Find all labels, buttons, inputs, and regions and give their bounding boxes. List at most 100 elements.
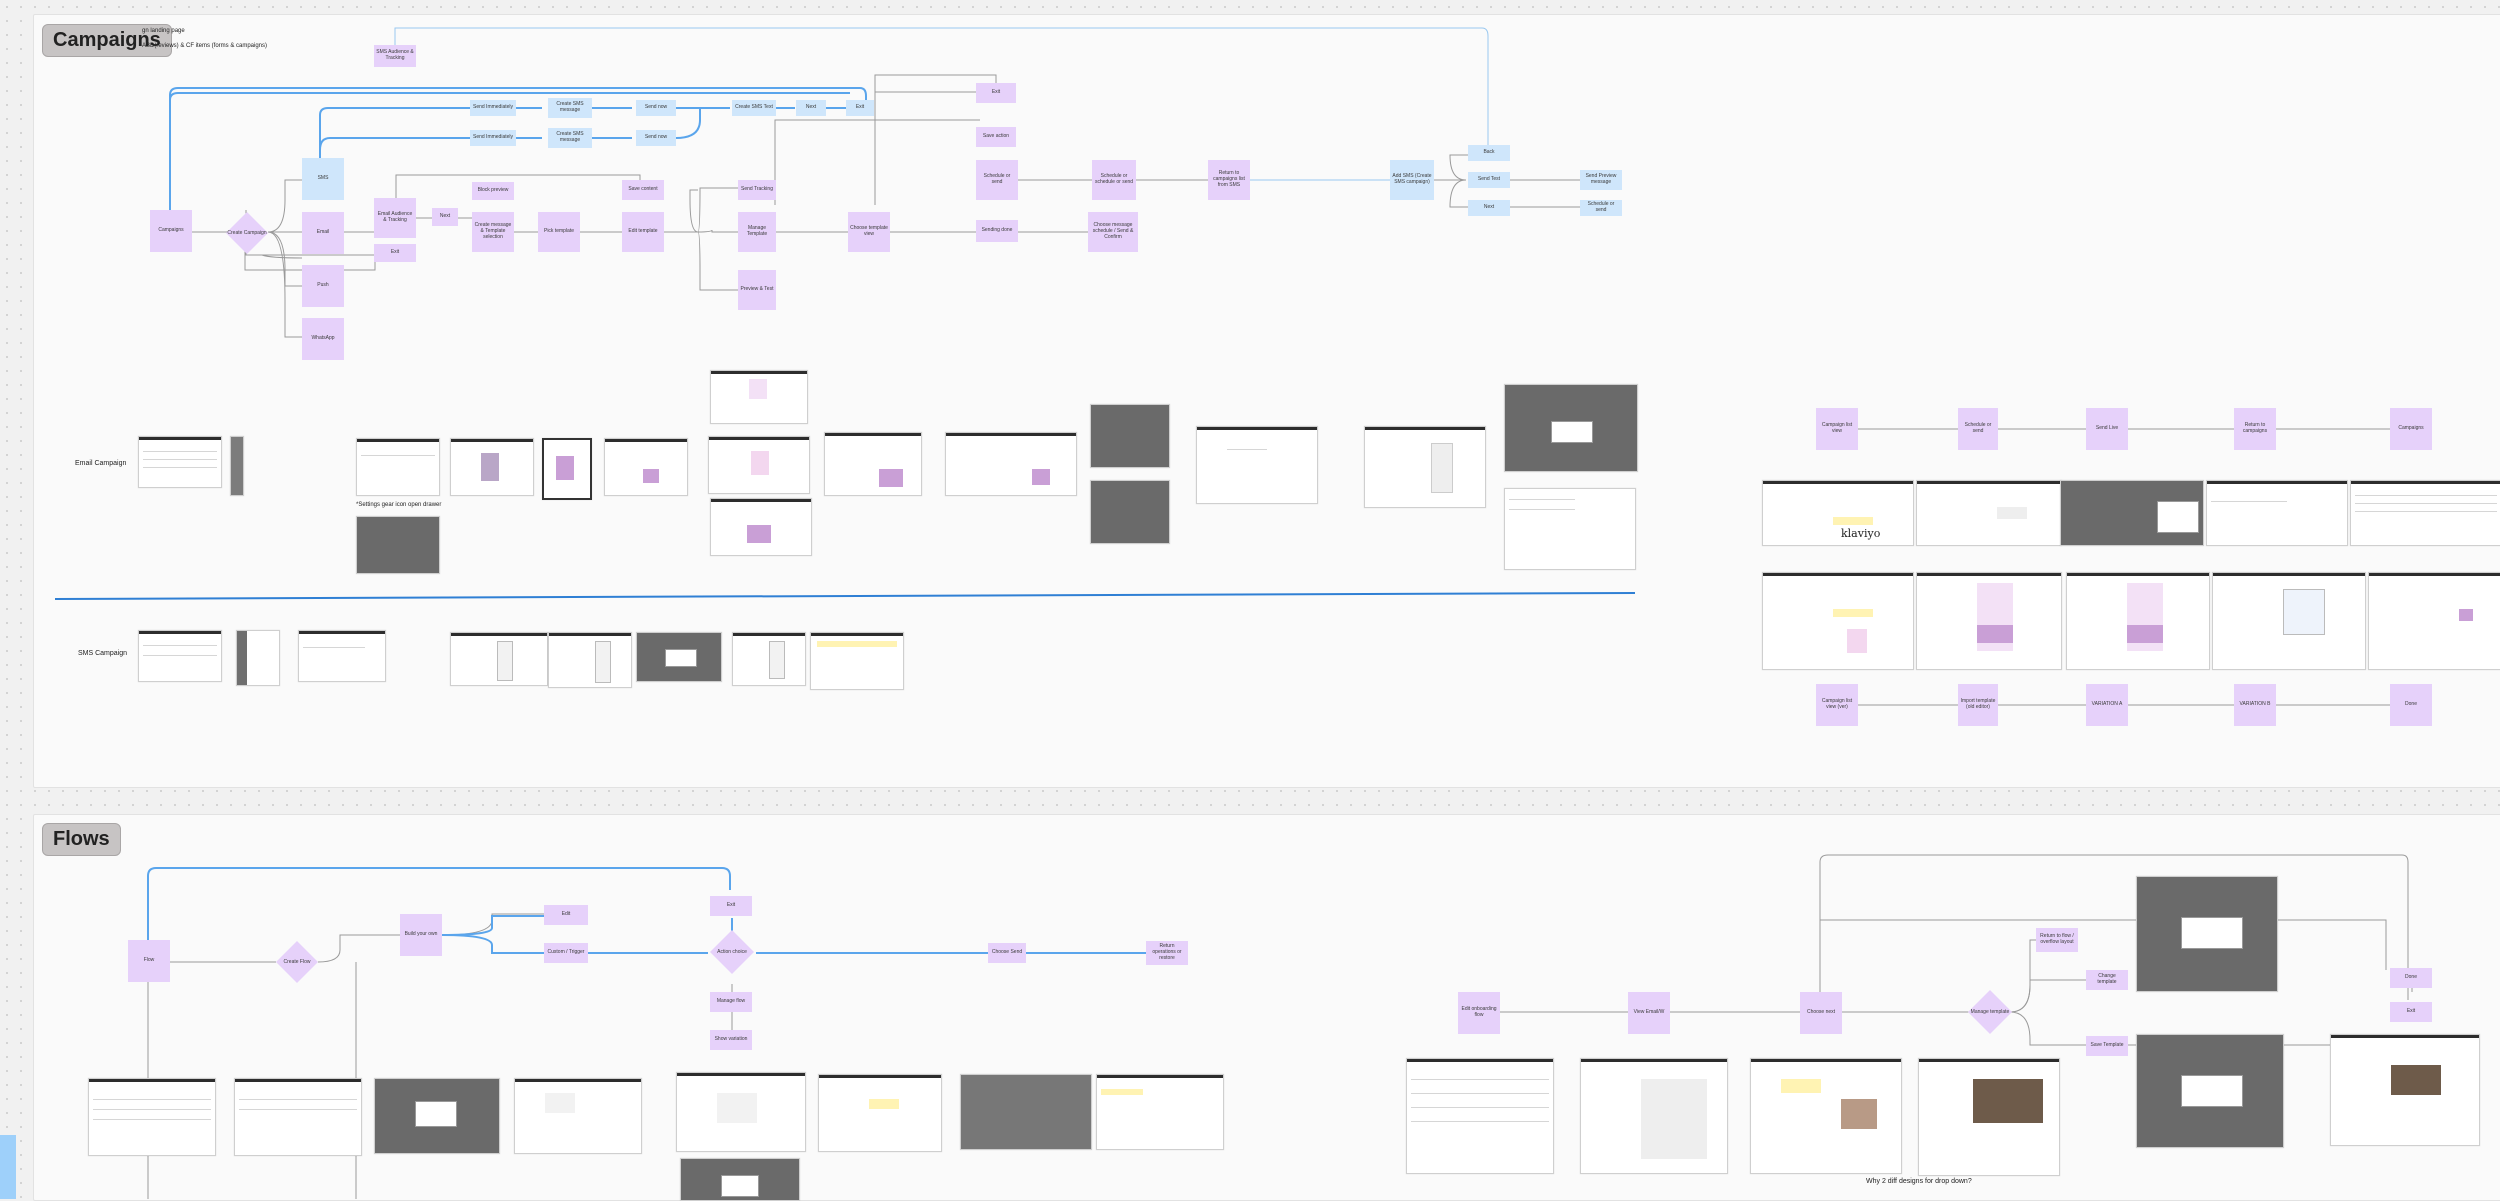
flow-screenshot-7: [960, 1074, 1092, 1150]
node-back: Back: [1468, 145, 1510, 161]
flow-node-choose-send: Choose Send: [988, 943, 1026, 963]
screenshot-email-8: [708, 436, 810, 494]
flows-bottom-note: Why 2 diff designs for drop down?: [1866, 1178, 1972, 1185]
flow-screenshot-13: [1918, 1058, 2060, 1176]
node-preview-test: Preview & Test: [738, 270, 776, 310]
flows-section-title: Flows: [42, 823, 121, 856]
screenshot-right-1: klaviyo: [1762, 480, 1914, 546]
flow-screenshot-15: [2136, 1034, 2284, 1148]
screenshot-right-6: [1762, 572, 1914, 670]
screenshot-email-3: [356, 438, 440, 496]
screenshot-email-14: [1196, 426, 1318, 504]
screenshot-email-11: [945, 432, 1077, 496]
screenshot-sms-6: [636, 632, 722, 682]
screenshot-email-1: [138, 436, 222, 488]
flow-node-view-email: View Email/W: [1628, 992, 1670, 1034]
node-exit-right: Exit: [976, 83, 1016, 103]
screenshot-right-3: [2060, 480, 2204, 546]
node-next-small: Next: [796, 100, 826, 116]
node-return-campaigns: Return to campaigns list from SMS: [1208, 160, 1250, 200]
screenshot-email-17: [1504, 488, 1636, 570]
node-r1-return: Return to campaigns: [2234, 408, 2276, 450]
campaigns-note-2: ABD(reviews) & CF items (forms & campaig…: [142, 43, 268, 49]
node-sending-done: Sending done: [976, 220, 1018, 242]
flow-screenshot-14: [2136, 876, 2278, 992]
node-next: Next: [432, 208, 458, 226]
flow-screenshot-1: [88, 1078, 216, 1156]
screenshot-email-4: [450, 438, 534, 496]
flow-node-show-variation: Show variation: [710, 1030, 752, 1050]
flow-node-edit: Edit: [544, 905, 588, 925]
screenshot-email-15: [1364, 426, 1486, 508]
screenshot-email-10: [824, 432, 922, 496]
flow-screenshot-10: [1406, 1058, 1554, 1174]
node-choose-template-view: Choose template view: [848, 212, 890, 252]
flow-node-change-template: Change template: [2086, 970, 2128, 990]
screenshot-email-5: [542, 438, 592, 500]
screenshot-email-16: [1504, 384, 1638, 472]
node-r1-send-live: Send Live: [2086, 408, 2128, 450]
node-email-audience: Email Audience & Tracking: [374, 198, 416, 238]
flow-screenshot-6: [818, 1074, 942, 1152]
screenshot-right-8: [2066, 572, 2210, 670]
flow-node-create-flow: Create Flow: [276, 941, 318, 983]
flow-screenshot-5: [676, 1072, 806, 1152]
node-send-tracking: Send Tracking: [738, 180, 776, 200]
flow-screenshot-9: [680, 1158, 800, 1201]
node-email: Email: [302, 212, 344, 254]
node-create-sms-message-1: Create SMS message: [548, 98, 592, 118]
node-r2-list-view: Campaign list view (ver): [1816, 684, 1858, 726]
node-r1-campaign-list: Campaign list view: [1816, 408, 1858, 450]
node-create-sms-text: Create SMS Text: [732, 100, 776, 116]
flow-screenshot-11: [1580, 1058, 1728, 1174]
node-manage-template: Manage Template: [738, 212, 776, 252]
node-r2-done: Done: [2390, 684, 2432, 726]
screenshot-email-7: [710, 370, 808, 424]
screenshot-right-5: [2350, 480, 2500, 546]
node-create-sms-message-2: Create SMS message: [548, 128, 592, 148]
flow-node-exit-right: Exit: [2390, 1002, 2432, 1022]
flow-screenshot-4: [514, 1078, 642, 1154]
node-edit-template: Edit template: [622, 212, 664, 252]
flow-node-choose-next: Choose next: [1800, 992, 1842, 1034]
node-create-campaign: Create Campaign: [226, 212, 268, 254]
node-send-test: Send Test: [1468, 172, 1510, 188]
node-pick-template: Pick template: [538, 212, 580, 252]
flow-node-done: Done: [2390, 968, 2432, 988]
node-send-scheduled: Send Immediately: [470, 130, 516, 146]
node-r1-schedule: Schedule or send: [1958, 408, 1998, 450]
screenshot-sms-8: [810, 632, 904, 690]
flow-screenshot-12: [1750, 1058, 1902, 1174]
node-choose-message: Choose message schedule / Send & Confirm: [1088, 212, 1138, 252]
flow-screenshot-2: [234, 1078, 362, 1156]
screenshot-right-9: [2212, 572, 2366, 670]
flow-node-save-template: Save Template: [2086, 1036, 2128, 1056]
flow-node-flow: Flow: [128, 940, 170, 982]
flow-node-return-operations: Return operations or restore: [1146, 941, 1188, 965]
flow-node-manage-flow: Manage flow: [710, 992, 752, 1012]
campaigns-section-title: Campaigns: [42, 24, 172, 57]
screenshot-email-12: [1090, 404, 1170, 468]
node-send-preview: Send Preview message: [1580, 170, 1622, 190]
left-edge-marker: [0, 1135, 16, 1199]
flow-screenshot-16: [2330, 1034, 2480, 1146]
flow-node-exit: Exit: [710, 896, 752, 916]
flow-node-manage-template: Manage template: [1968, 990, 2012, 1034]
node-add-sms: Add SMS (Create SMS campaign): [1390, 160, 1434, 200]
node-push: Push: [302, 265, 344, 307]
screenshot-sms-7: [732, 632, 806, 686]
screenshot-sms-4: [450, 632, 548, 686]
node-send-ready-2: Send now: [636, 130, 676, 146]
node-r2-import: Import template (old editor): [1958, 684, 1998, 726]
node-sms-audience: SMS Audience & Tracking: [374, 45, 416, 67]
screenshot-right-2: [1916, 480, 2062, 546]
flow-screenshot-3: [374, 1078, 500, 1154]
screenshot-sms-5: [548, 632, 632, 688]
node-save-content: Save content: [622, 180, 664, 200]
flow-node-return-to-flow: Return to flow / overflow layout: [2036, 928, 2078, 952]
node-whatsapp: WhatsApp: [302, 318, 344, 360]
screenshot-right-4: [2206, 480, 2348, 546]
screenshot-right-7: [1916, 572, 2062, 670]
